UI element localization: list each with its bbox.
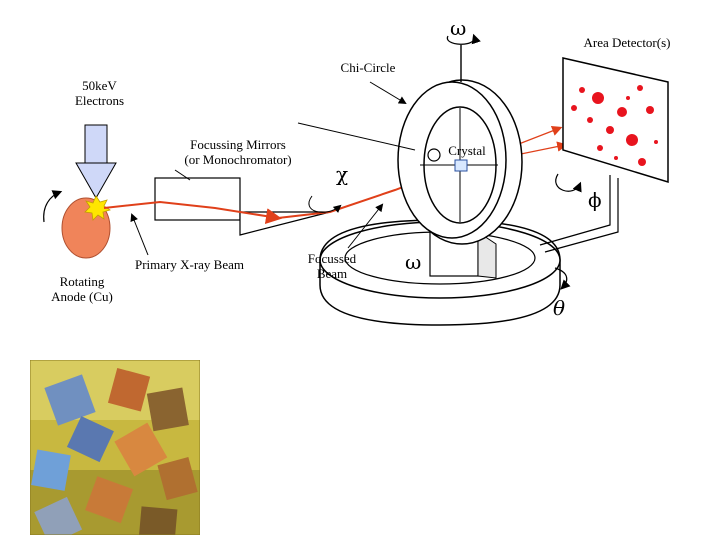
crystals-micrograph: [30, 360, 200, 535]
xray-source-star: [84, 195, 111, 221]
goniometer-base: [319, 219, 571, 326]
anode-label: Rotating Anode (Cu): [51, 274, 113, 304]
phi-symbol: ϕ: [588, 188, 602, 212]
primary-beam-label: Primary X-ray Beam: [134, 257, 245, 272]
mirrors-label: Focussing Mirrors (or Monochromator): [184, 137, 292, 167]
omega-top-symbol: ω: [450, 16, 467, 40]
area-detector: [562, 57, 669, 184]
diffraction-spots: [571, 85, 658, 166]
omega-base-symbol: ω: [405, 250, 422, 274]
focussing-mirror: [154, 177, 331, 236]
theta-symbol: θ: [553, 296, 566, 320]
crystal-sample: [427, 148, 468, 172]
focussed-beam-label: Focussed Beam: [307, 251, 357, 281]
electron-beam-arrow: [75, 124, 117, 200]
chi-circle-label: Chi-Circle: [340, 60, 396, 75]
electrons-label: 50keV Electrons: [74, 78, 125, 108]
chi-symbol: χ: [336, 162, 349, 186]
leader-lines: [130, 81, 416, 256]
detector-label: Area Detector(s): [583, 35, 671, 50]
detector-arm: [539, 173, 619, 253]
omega-axis: [446, 33, 481, 82]
crystal-label: Crystal: [448, 143, 486, 158]
